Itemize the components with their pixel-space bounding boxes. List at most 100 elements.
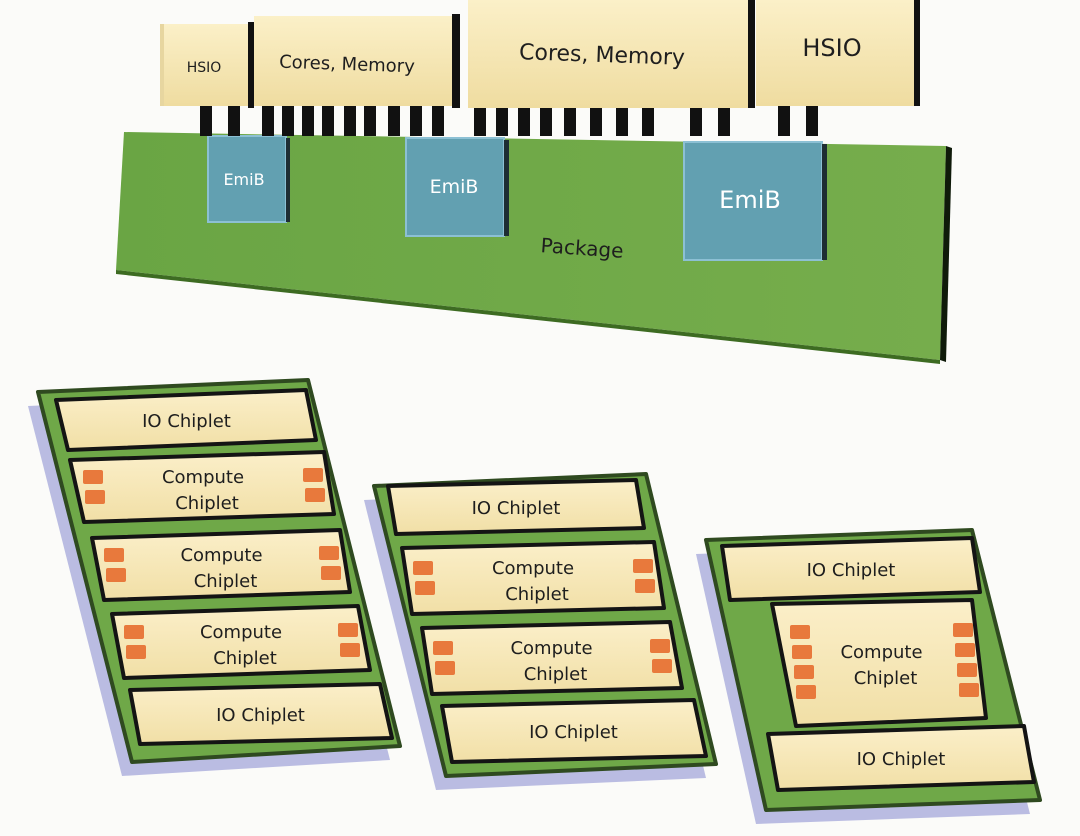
die-hsio-left: HSIO [160,24,248,106]
chiplet-label-line1: Compute [180,545,262,566]
chiplet-label-line2: Chiplet [505,584,569,605]
chiplet-package-2: IO ChipletComputeChipletComputeChipletIO… [364,472,718,790]
io-chiplet: IO Chiplet [440,698,708,764]
chiplet-body [400,540,666,616]
microbump [228,106,240,136]
chiplet-label: IO Chiplet [529,722,618,743]
microbump [364,106,376,136]
chiplet-label: IO Chiplet [472,498,561,519]
chiplet-label-line2: Chiplet [854,668,918,689]
chiplet-label: IO Chiplet [857,749,946,770]
chiplet-label: IO Chiplet [216,705,305,726]
chiplet-pad [303,468,323,482]
chiplet-pad [650,639,670,653]
chiplet-pad [953,623,973,637]
microbump [432,106,444,136]
io-chiplet: IO Chiplet [128,682,394,746]
package-substrate-side [940,146,952,362]
chiplet-pad [319,546,339,560]
chiplet-body [90,528,352,602]
microbump [388,106,400,136]
chiplet-pad [126,645,146,659]
emib-bridge-2-label: EmiB [430,176,479,198]
chiplet-label-line2: Chiplet [524,664,588,685]
die-cores-memory-left: Cores, Memory [254,14,460,108]
chiplet-label: IO Chiplet [142,411,231,432]
microbump [200,106,212,136]
chiplet-pad [955,643,975,657]
chiplet-label-line2: Chiplet [175,493,239,514]
microbump [282,106,294,136]
die-hsio-right-label: HSIO [802,34,861,62]
microbump [564,106,576,136]
die-separator [248,22,254,108]
chiplet-pad [413,561,433,575]
chiplet-body [720,536,982,602]
chiplet-body [54,388,318,452]
microbump [518,106,530,136]
package-label: Package [540,233,624,263]
chiplet-label-line1: Compute [200,622,282,643]
microbump [718,106,730,136]
chiplet-label-line2: Chiplet [213,648,277,669]
die-hsio-left-label: HSIO [187,60,222,76]
emib-bridge-3: EmiB [683,141,827,261]
chiplet-label-line1: Compute [840,642,922,663]
chiplet-pad [415,581,435,595]
chiplet-pad [635,579,655,593]
chiplet-pad [433,641,453,655]
die-hsio-right: HSIO [756,0,920,106]
chiplet-pad [106,568,126,582]
emib-bridge-2: EmiB [405,137,509,237]
chiplet-body [68,450,336,524]
microbump [410,106,422,136]
chiplet-body [420,620,684,696]
die-cores-memory-left-label: Cores, Memory [279,52,416,78]
chiplet-body [128,682,394,746]
microbump [322,106,334,136]
microbump [778,106,790,136]
chiplet-pad [633,559,653,573]
microbump [474,106,486,136]
chiplet-body [770,598,988,728]
chiplet-label-line2: Chiplet [194,571,258,592]
die-cores-memory-right-label: Cores, Memory [519,40,686,71]
chiplet-body [766,724,1036,792]
chiplet-pad [305,488,325,502]
chiplet-pad [792,645,812,659]
chiplet-label-line1: Compute [510,638,592,659]
microbump [262,106,274,136]
microbump [642,106,654,136]
emib-bridge-3-label: EmiB [719,186,781,214]
chiplet-pad [794,665,814,679]
chiplet-pad [435,661,455,675]
chiplet-label-line1: Compute [162,467,244,488]
io-chiplet: IO Chiplet [766,724,1036,792]
chiplet-body [386,478,646,536]
microbump [302,106,314,136]
microbump [690,106,702,136]
microbump [806,106,818,136]
chiplet-pad [340,643,360,657]
microbump [344,106,356,136]
microbump-row [200,106,818,136]
chiplet-package-group: IO ChipletComputeChipletComputeChipletCo… [28,378,1042,824]
chiplet-pad [104,548,124,562]
chiplet-label-line1: Compute [492,558,574,579]
chiplet-label: IO Chiplet [807,560,896,581]
chiplet-body [440,698,708,764]
die-cores-memory-right: Cores, Memory [468,0,755,108]
chiplet-pad [796,685,816,699]
chiplet-pad [321,566,341,580]
chiplet-pad [959,683,979,697]
microbump [496,106,508,136]
microbump [540,106,552,136]
